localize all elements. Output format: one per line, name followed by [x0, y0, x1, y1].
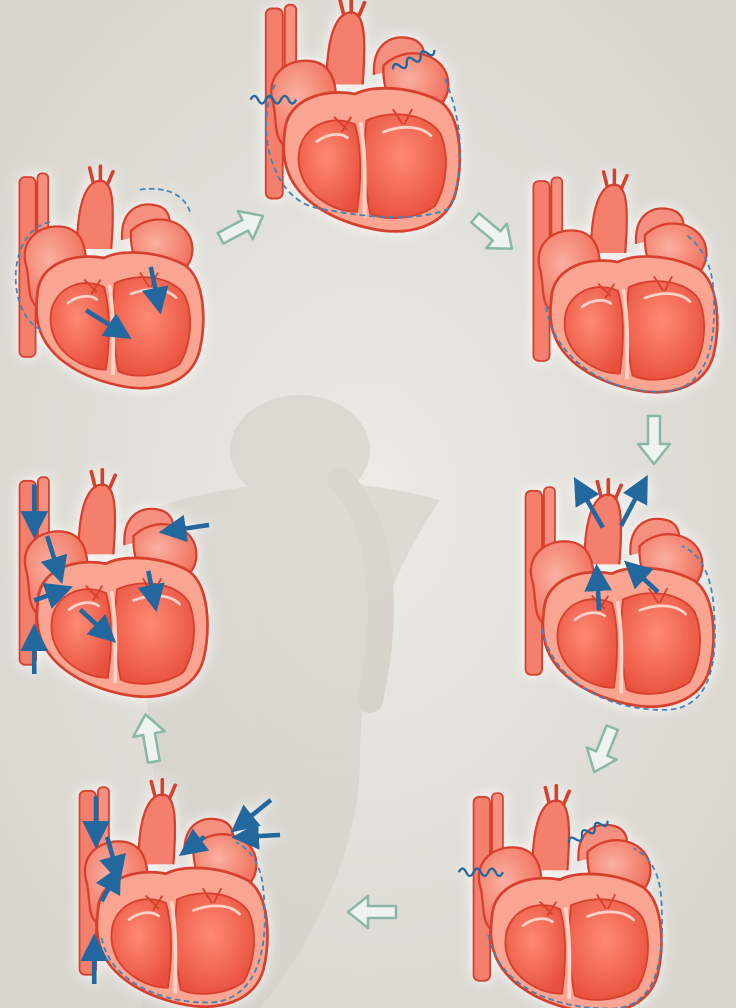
arrow-icon: [597, 577, 599, 610]
arrow-icon: [245, 835, 280, 837]
